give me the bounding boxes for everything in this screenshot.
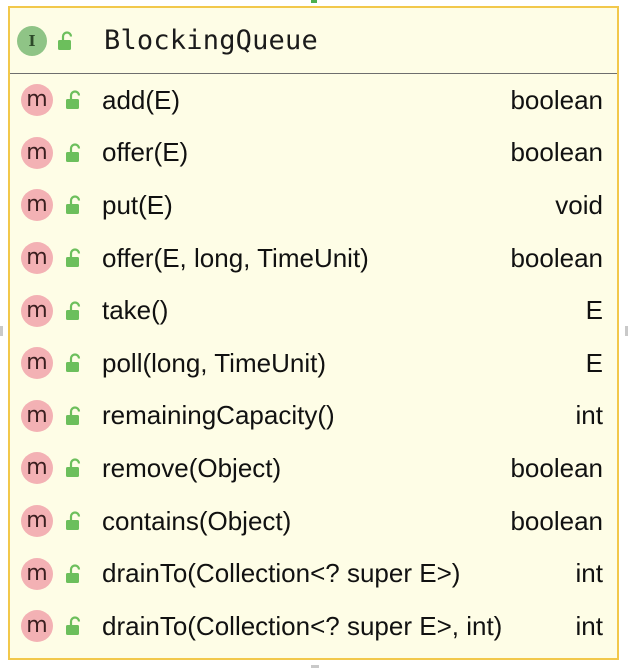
method-return-type: E: [585, 295, 603, 326]
method-icon: m: [21, 452, 53, 485]
unlock-icon: [66, 301, 81, 320]
method-icon: m: [21, 242, 53, 275]
interface-icon: I: [17, 25, 47, 56]
class-diagram-node[interactable]: I BlockingQueue m add(E) boolean m offer(E) b…: [8, 6, 619, 660]
unlock-icon: [66, 143, 81, 162]
interface-icon-letter: I: [28, 31, 36, 50]
unlock-icon: [66, 353, 81, 373]
unlock-icon: [66, 616, 81, 636]
method-list: m add(E) boolean m offer(E) boolean m put(E) voi…: [10, 74, 617, 653]
method-row[interactable]: m offer(E, long, TimeUnit) boolean: [10, 232, 617, 285]
method-icon: m: [21, 557, 53, 590]
method-row[interactable]: m take() E: [10, 284, 617, 337]
method-icon-letter: m: [26, 245, 48, 271]
method-row[interactable]: m poll(long, TimeUnit) E: [10, 337, 617, 390]
method-icon: m: [21, 505, 53, 538]
unlock-icon: [66, 195, 81, 215]
method-return-type: int: [575, 610, 603, 641]
method-row[interactable]: m contains(Object) boolean: [10, 495, 617, 548]
method-return-type: void: [555, 189, 603, 220]
method-icon: m: [21, 84, 53, 117]
top-connector-mark: [311, 0, 317, 3]
method-row[interactable]: m drainTo(Collection<? super E>) int: [10, 547, 617, 600]
method-signature: contains(Object): [102, 505, 292, 536]
class-header: I BlockingQueue: [10, 8, 617, 74]
unlock-icon: [66, 511, 81, 531]
method-signature: drainTo(Collection<? super E>, int): [102, 610, 503, 641]
method-icon: m: [21, 399, 53, 432]
method-signature: offer(E): [102, 137, 189, 168]
method-return-type: boolean: [510, 84, 603, 115]
method-icon-letter: m: [26, 560, 48, 586]
method-return-type: boolean: [510, 137, 603, 168]
method-row[interactable]: m remove(Object) boolean: [10, 442, 617, 495]
unlock-icon: [66, 90, 81, 110]
left-resize-handle[interactable]: [0, 326, 3, 336]
method-return-type: int: [575, 400, 603, 431]
method-signature: remainingCapacity(): [102, 400, 335, 431]
method-signature: add(E): [102, 84, 181, 115]
method-signature: offer(E, long, TimeUnit): [102, 242, 369, 273]
method-row[interactable]: m offer(E) boolean: [10, 127, 617, 180]
method-icon-letter: m: [26, 87, 48, 113]
method-icon-letter: m: [26, 402, 48, 428]
method-icon-letter: m: [26, 455, 48, 481]
method-icon-letter: m: [26, 192, 48, 218]
method-signature: take(): [102, 295, 169, 326]
method-signature: put(E): [102, 189, 173, 220]
method-return-type: E: [585, 347, 603, 378]
method-icon-letter: m: [26, 508, 48, 534]
method-return-type: boolean: [510, 505, 603, 536]
unlock-icon: [66, 248, 81, 268]
class-title: BlockingQueue: [104, 25, 318, 56]
method-icon-letter: m: [26, 350, 48, 376]
method-signature: drainTo(Collection<? super E>): [102, 558, 461, 589]
method-return-type: int: [575, 558, 603, 589]
method-icon: m: [21, 294, 53, 327]
method-row[interactable]: m put(E) void: [10, 179, 617, 232]
method-signature: poll(long, TimeUnit): [102, 347, 326, 378]
method-icon: m: [21, 347, 53, 380]
method-row[interactable]: m drainTo(Collection<? super E>, int) int: [10, 600, 617, 653]
method-icon-letter: m: [26, 613, 48, 639]
method-icon: m: [21, 610, 53, 643]
unlock-icon: [66, 564, 81, 583]
bottom-resize-handle[interactable]: [311, 665, 319, 668]
method-icon-letter: m: [26, 297, 48, 323]
method-icon: m: [21, 189, 53, 222]
method-row[interactable]: m add(E) boolean: [10, 74, 617, 127]
right-resize-handle[interactable]: [625, 326, 628, 336]
method-signature: remove(Object): [102, 452, 282, 483]
method-return-type: boolean: [510, 452, 603, 483]
method-icon-letter: m: [26, 139, 48, 165]
unlock-icon: [66, 406, 81, 425]
method-icon: m: [21, 136, 53, 169]
unlock-icon: [66, 458, 81, 478]
unlock-icon: [58, 30, 73, 50]
method-return-type: boolean: [510, 242, 603, 273]
method-row[interactable]: m remainingCapacity() int: [10, 390, 617, 443]
